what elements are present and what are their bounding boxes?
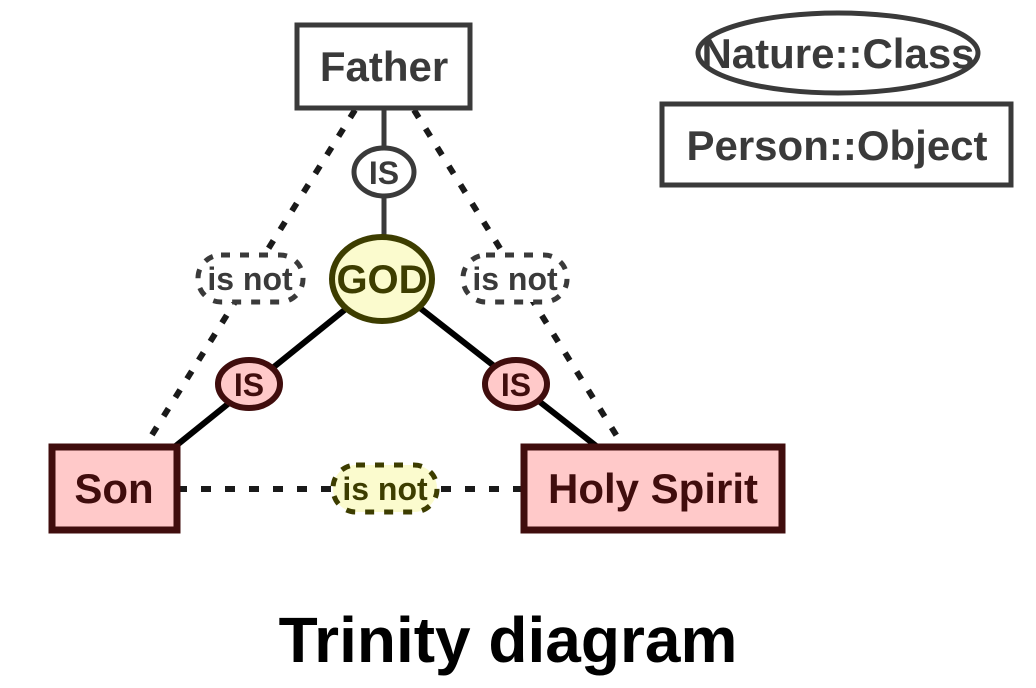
- is-right-label: IS: [501, 367, 531, 403]
- is-left-ellipse: [215, 357, 283, 411]
- is-not-bottom-pill: [330, 462, 440, 515]
- node-god: GOD: [329, 234, 435, 324]
- holy-spirit-box: [520, 443, 786, 534]
- legend-class-ellipse: [695, 10, 981, 96]
- relation-is-god-holy-spirit: IS: [482, 357, 550, 411]
- god-ellipse: [329, 234, 435, 324]
- is-right-ellipse: [482, 357, 550, 411]
- holy-spirit-label: Holy Spirit: [548, 465, 758, 512]
- legend: Nature::Class Person::Object: [659, 10, 1014, 188]
- is-top-ellipse: [351, 145, 417, 199]
- diagram-title: Trinity diagram: [279, 604, 738, 676]
- relation-is-not-father-son: is not: [195, 252, 306, 305]
- relation-is-father-god: IS: [351, 145, 417, 199]
- legend-object-shape: Person::Object: [659, 101, 1014, 188]
- father-label: Father: [320, 43, 448, 90]
- node-father: Father: [294, 22, 473, 111]
- son-box: [48, 443, 181, 534]
- is-not-right-pill: [460, 252, 570, 305]
- relation-is-god-son: IS: [215, 357, 283, 411]
- relation-is-not-father-holy-spirit: is not: [460, 252, 570, 305]
- legend-class-label: Nature::Class: [701, 30, 974, 77]
- relation-is-not-son-holy-spirit: is not: [330, 462, 440, 515]
- node-holy-spirit: Holy Spirit: [520, 443, 786, 534]
- is-not-bottom-label: is not: [342, 471, 428, 507]
- is-not-left-label: is not: [207, 261, 293, 297]
- son-label: Son: [74, 465, 153, 512]
- node-son: Son: [48, 443, 181, 534]
- legend-class-shape: Nature::Class: [695, 10, 981, 96]
- is-top-label: IS: [369, 155, 399, 191]
- is-not-right-label: is not: [472, 261, 558, 297]
- is-left-label: IS: [234, 367, 264, 403]
- father-box: [294, 22, 473, 111]
- legend-object-label: Person::Object: [686, 122, 987, 169]
- god-label: GOD: [336, 258, 427, 302]
- legend-object-box: [659, 101, 1014, 188]
- is-not-left-pill: [195, 252, 306, 305]
